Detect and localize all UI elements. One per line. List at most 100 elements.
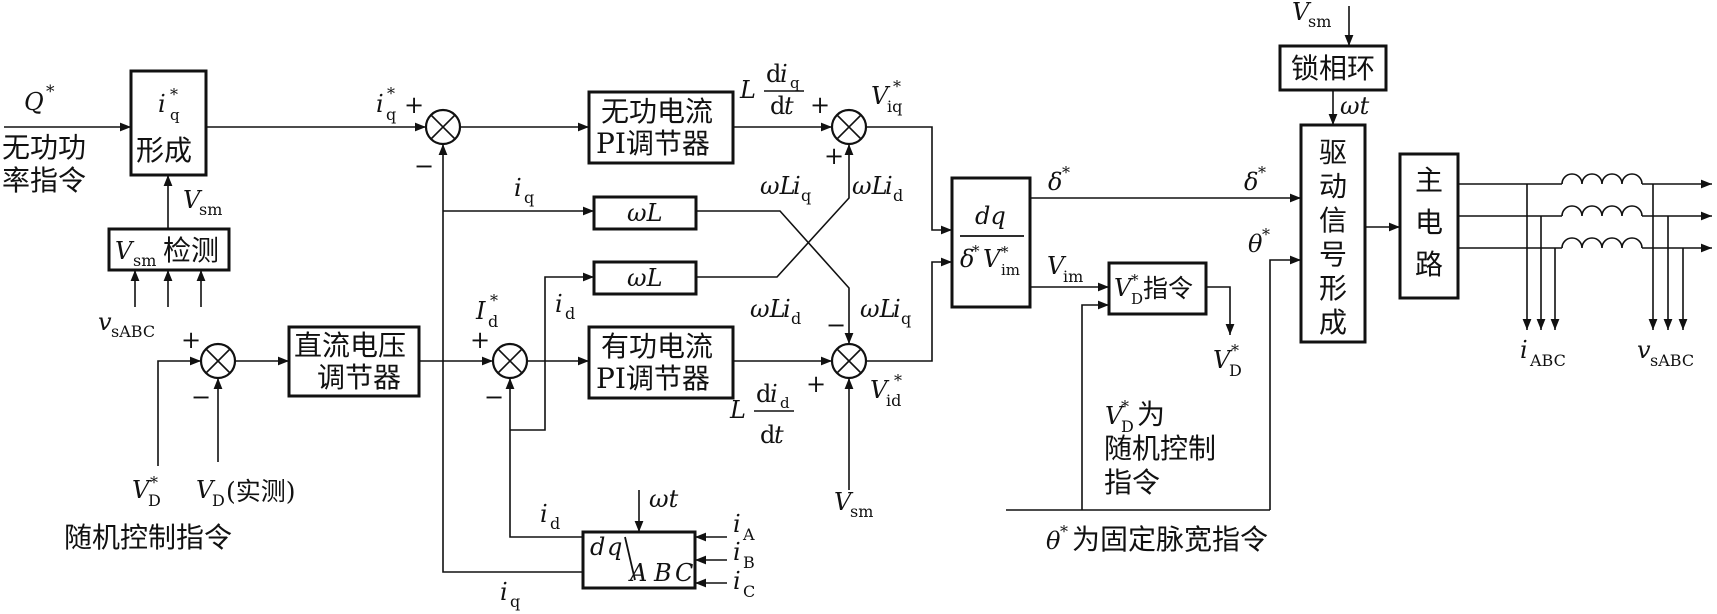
label-iq-star: i q * xyxy=(376,84,396,124)
svg-text:dq: dq xyxy=(975,202,1006,230)
svg-text:V: V xyxy=(871,82,891,110)
svg-text:i: i xyxy=(770,380,778,408)
svg-text:d: d xyxy=(565,304,575,323)
svg-text:*: * xyxy=(1062,163,1070,182)
svg-text:i: i xyxy=(733,567,741,595)
label-wl-iq-top: ωL i q xyxy=(760,172,811,205)
block-drive-signal: 驱 动 信 号 形 成 xyxy=(1299,123,1367,344)
svg-text:ωL: ωL xyxy=(627,264,663,292)
sign-plus-vdc: + xyxy=(181,326,201,354)
svg-text:B: B xyxy=(743,553,755,572)
svg-text:PI调节器: PI调节器 xyxy=(596,127,710,160)
label-q-star: Q * xyxy=(24,82,55,116)
svg-text:V: V xyxy=(196,476,216,504)
svg-text:V: V xyxy=(1105,402,1125,430)
sign-plus-viq-left: + xyxy=(810,91,830,119)
block-vsm-detect: V sm 检测 xyxy=(107,227,231,272)
label-l-did-dt: L d i d d t xyxy=(729,380,794,449)
svg-text:*: * xyxy=(1262,225,1270,244)
svg-text:*: * xyxy=(490,291,498,310)
svg-text:*: * xyxy=(893,77,901,96)
svg-text:指令: 指令 xyxy=(1104,466,1160,499)
block-vd-command: V D * 指令 xyxy=(1107,261,1208,316)
svg-text:im: im xyxy=(1001,261,1020,279)
label-reactive-power-cmd: 无功功 率指令 xyxy=(2,131,86,197)
svg-text:i: i xyxy=(793,172,801,200)
svg-text:D: D xyxy=(1121,417,1134,436)
label-ib: i B xyxy=(733,538,755,572)
svg-text:V: V xyxy=(1114,274,1134,302)
svg-text:*: * xyxy=(387,84,395,103)
svg-text:B: B xyxy=(653,559,672,587)
svg-text:D: D xyxy=(212,491,225,510)
svg-text:i: i xyxy=(514,174,522,202)
sign-plus-iq: + xyxy=(404,91,424,119)
svg-text:d: d xyxy=(780,394,790,412)
svg-text:*: * xyxy=(1258,163,1266,182)
label-ic: i C xyxy=(733,567,755,601)
label-vid-star: V id * xyxy=(870,371,902,410)
svg-text:V: V xyxy=(870,376,890,404)
svg-text:i: i xyxy=(540,500,548,528)
svg-text:*: * xyxy=(170,85,178,104)
sum-junction-iq xyxy=(424,108,462,146)
svg-text:*: * xyxy=(1121,397,1129,416)
svg-text:*: * xyxy=(1060,522,1068,541)
svg-text:驱: 驱 xyxy=(1319,136,1347,169)
block-active-current-pi: 有功电流 PI调节器 xyxy=(587,325,735,400)
svg-text:v: v xyxy=(98,308,112,336)
label-l-diq-dt: L d i q d t xyxy=(739,60,804,120)
svg-text:检测: 检测 xyxy=(163,234,219,267)
svg-text:δ: δ xyxy=(960,245,974,273)
svg-text:随机控制: 随机控制 xyxy=(1104,432,1216,465)
sum-junction-id xyxy=(491,342,529,380)
svg-text:主: 主 xyxy=(1415,164,1443,197)
svg-text:q: q xyxy=(510,592,520,611)
svg-text:d: d xyxy=(550,514,560,533)
svg-text:*: * xyxy=(972,242,980,260)
signal-wires xyxy=(4,6,1712,588)
label-vim: V im xyxy=(1047,252,1083,286)
label-wl-iq-bottom: ωL i q xyxy=(860,295,911,328)
svg-text:形成: 形成 xyxy=(136,134,192,167)
sum-junction-viq xyxy=(830,108,868,146)
svg-text:V: V xyxy=(1213,346,1233,374)
svg-text:调节器: 调节器 xyxy=(317,361,401,394)
label-wt-pll: ωt xyxy=(1340,92,1370,120)
svg-text:*: * xyxy=(1231,341,1239,360)
svg-text:号: 号 xyxy=(1319,238,1347,271)
svg-text:i: i xyxy=(500,578,508,606)
svg-text:V: V xyxy=(1047,252,1067,280)
label-id-star: I d * xyxy=(475,291,498,331)
svg-text:ωL: ωL xyxy=(860,295,896,323)
svg-text:C: C xyxy=(675,559,693,587)
sign-minus-iq: − xyxy=(414,152,434,180)
svg-text:d: d xyxy=(791,309,801,328)
label-theta-fixed-note: θ * 为固定脉宽指令 xyxy=(1046,522,1268,556)
svg-text:θ: θ xyxy=(1248,230,1263,258)
svg-text:δ: δ xyxy=(1048,168,1062,196)
label-delta-star-1: δ * xyxy=(1048,163,1070,196)
svg-text:信: 信 xyxy=(1319,204,1347,237)
svg-text:路: 路 xyxy=(1415,248,1443,281)
svg-text:动: 动 xyxy=(1319,170,1347,203)
svg-text:无功功: 无功功 xyxy=(2,131,86,164)
svg-text:*: * xyxy=(150,473,158,492)
svg-text:V: V xyxy=(132,476,152,504)
svg-text:为固定脉宽指令: 为固定脉宽指令 xyxy=(1072,523,1268,556)
block-wl-top: ωL xyxy=(592,195,698,231)
svg-text:d: d xyxy=(770,92,785,120)
svg-text:im: im xyxy=(1063,267,1083,286)
block-dc-voltage-regulator: 直流电压 调节器 xyxy=(287,325,421,398)
svg-text:形: 形 xyxy=(1319,272,1347,305)
svg-text:i: i xyxy=(733,510,741,538)
svg-text:Q: Q xyxy=(24,88,44,116)
svg-text:i: i xyxy=(885,172,893,200)
svg-text:ABC: ABC xyxy=(1529,351,1566,370)
svg-text:q: q xyxy=(607,533,622,561)
svg-text:V: V xyxy=(1292,0,1312,26)
label-viq-star: V iq * xyxy=(871,77,902,116)
label-random-cmd: 随机控制指令 xyxy=(64,521,232,554)
label-vsm-pll: V sm xyxy=(1292,0,1331,31)
svg-text:i: i xyxy=(1520,336,1528,364)
